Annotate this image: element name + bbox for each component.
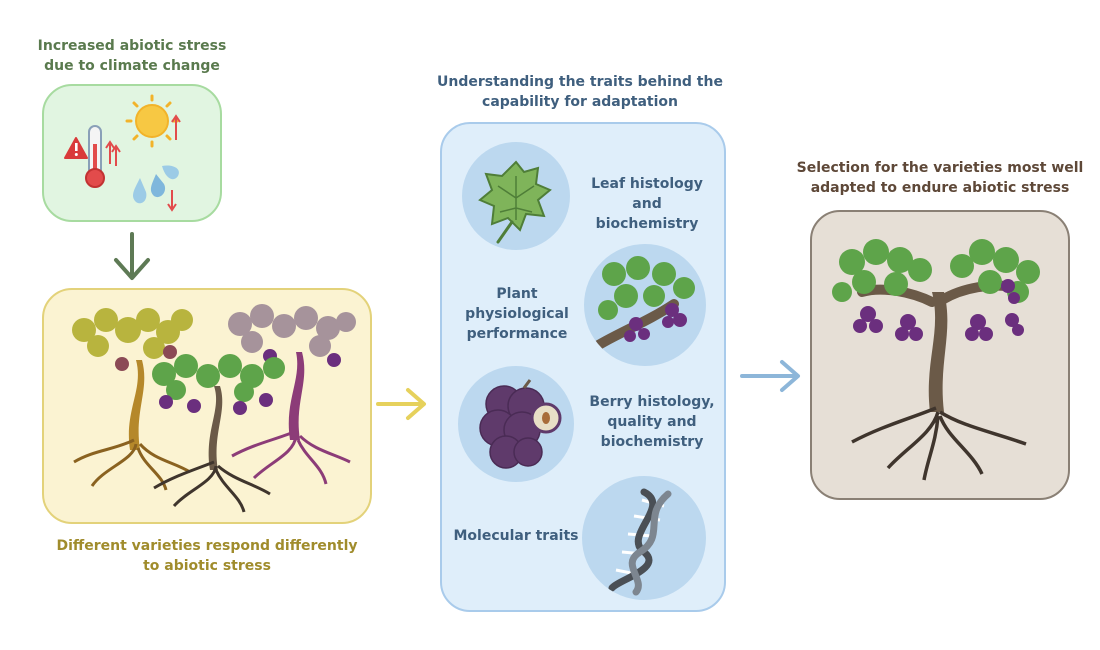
leaf-icon [478,160,552,244]
warning-icon [64,137,88,159]
trait-label-berry: Berry histology, quality and biochemistr… [589,394,715,450]
arrow-up-icon [171,114,181,140]
right-arrow [740,360,800,392]
grape-berry-icon [479,379,562,469]
grapevine-circle [584,244,706,366]
varieties-caption: Different varieties respond differently … [56,538,358,574]
grapevine-icon [228,304,356,485]
grapevine-branch-icon [584,256,695,359]
arrow-down-icon [167,190,177,212]
trait-label-physiology: Plant physiological performance [465,286,569,342]
down-arrow [114,232,150,280]
traits-box: Leaf histology and biochemistry Plant ph… [440,122,726,612]
leaf-circle [462,142,570,250]
selected-grapevine-illustration [832,239,1040,481]
arrow-up-icon [105,140,121,166]
traits-title: Understanding the traits behind the capa… [437,74,723,110]
trait-label-molecular: Molecular traits [453,528,579,544]
right-arrow [376,388,426,420]
dna-icon [608,488,672,596]
stress-title: Increased abiotic stress due to climate … [37,38,227,74]
selection-title: Selection for the varieties most well ad… [796,160,1084,196]
trait-label-leaf: Leaf histology and biochemistry [591,176,703,232]
grapevine-icon [72,308,193,491]
selection-box [810,210,1070,500]
berry-circle [458,366,574,482]
dna-circle [582,476,706,600]
stress-icons [64,94,181,212]
water-drops-icon [133,165,179,204]
thermometer-icon [85,125,105,188]
stress-box [42,84,222,222]
varieties-box [42,288,372,524]
grapevine-varieties-illustration [72,304,356,513]
sun-icon [125,94,179,148]
grapevine-icon [152,354,285,513]
